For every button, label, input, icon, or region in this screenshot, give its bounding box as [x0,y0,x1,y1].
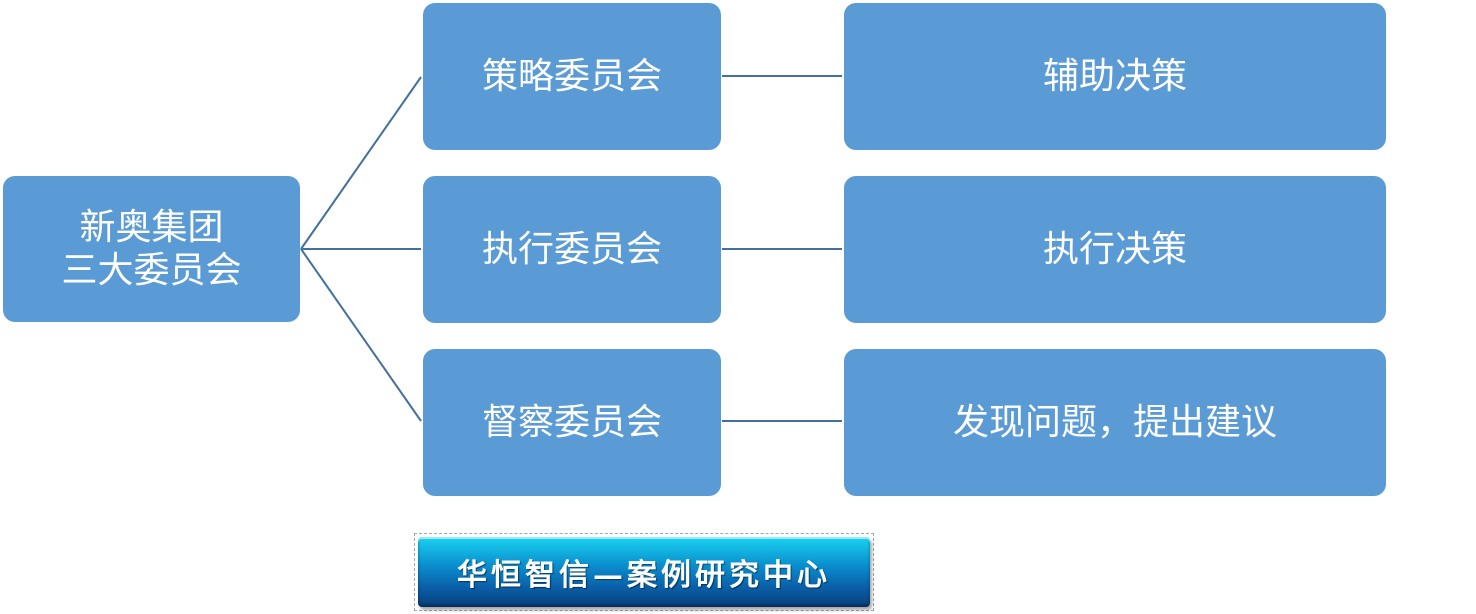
role-node-execution: 执行决策 [844,176,1386,323]
root-node: 新奥集团 三大委员会 [3,176,300,322]
committee-node-execution: 执行委员会 [423,176,721,323]
committee-node-strategy: 策略委员会 [423,3,721,150]
role-node-label: 执行决策 [1042,228,1187,270]
committee-node-label: 执行委员会 [481,228,662,270]
source-banner: 华恒智信—案例研究中心 [414,533,874,611]
committee-node-supervision: 督察委员会 [423,349,721,496]
connector-root-to-supervision [300,248,422,422]
committee-node-label: 督察委员会 [481,401,662,443]
root-node-line1: 新奥集团 [79,206,224,248]
root-node-line2: 三大委员会 [61,250,242,291]
role-node-label: 辅助决策 [1042,55,1187,97]
source-banner-plate: 华恒智信—案例研究中心 [418,537,870,607]
connector-root-to-strategy [300,76,422,250]
committee-node-label: 策略委员会 [481,55,662,97]
source-banner-text: 华恒智信—案例研究中心 [457,558,831,593]
role-node-supervision: 发现问题，提出建议 [844,349,1386,496]
role-node-strategy: 辅助决策 [844,3,1386,150]
role-node-label: 发现问题，提出建议 [952,401,1277,443]
